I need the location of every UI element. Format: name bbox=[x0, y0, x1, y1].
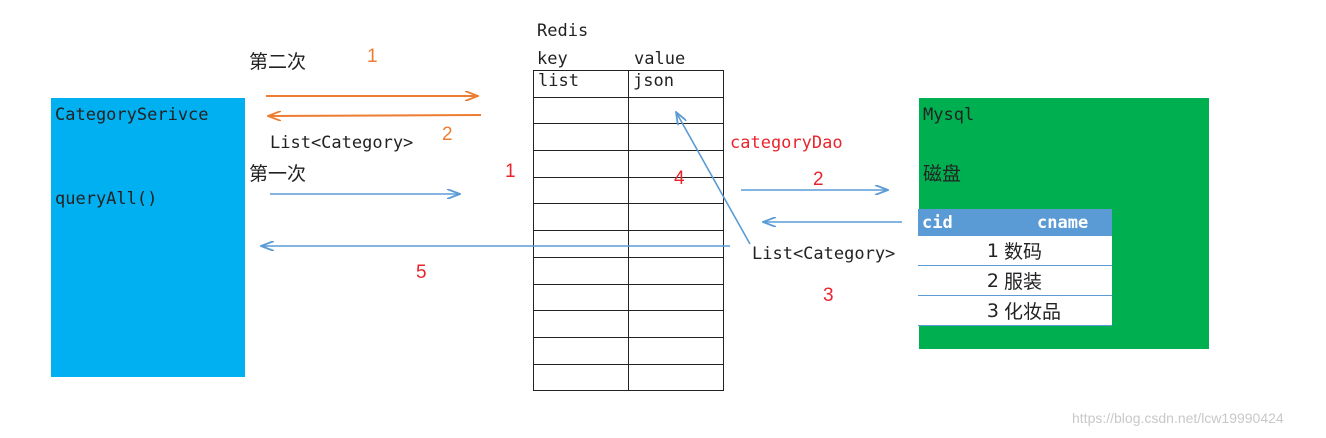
label-first-time: 第一次 bbox=[249, 163, 307, 185]
redis-row bbox=[533, 230, 724, 258]
step-red-4: 4 bbox=[674, 168, 685, 189]
watermark: https://blog.csdn.net/lcw19990424 bbox=[1072, 410, 1284, 426]
header-cname: cname bbox=[1003, 209, 1112, 236]
table-row: 3 化妆品 bbox=[918, 295, 1112, 326]
cell-cname: 化妆品 bbox=[1003, 295, 1112, 326]
redis-key-cell bbox=[533, 256, 629, 285]
redis-row bbox=[533, 336, 724, 365]
step-red-5: 5 bbox=[416, 262, 427, 283]
table-row: 1 数码 bbox=[918, 236, 1112, 266]
redis-key-cell bbox=[533, 150, 629, 178]
cell-cname: 服装 bbox=[1003, 265, 1112, 296]
arrow-blue-store-in-redis bbox=[676, 112, 751, 245]
service-name: CategorySerivce bbox=[55, 105, 209, 125]
step-orange-2: 2 bbox=[442, 124, 453, 145]
redis-key-cell bbox=[533, 230, 629, 258]
redis-row bbox=[533, 176, 724, 205]
redis-key-header: key bbox=[537, 49, 568, 69]
arrow-orange-from-redis bbox=[268, 115, 482, 116]
redis-key-cell bbox=[533, 336, 629, 365]
cell-cid: 2 bbox=[918, 265, 1003, 296]
mysql-storage: 磁盘 bbox=[923, 163, 962, 185]
header-cid: cid bbox=[918, 209, 1003, 236]
step-red-2: 2 bbox=[813, 169, 824, 190]
redis-key-cell: list bbox=[533, 70, 629, 98]
label-second-time: 第二次 bbox=[249, 51, 307, 73]
cell-cid: 3 bbox=[918, 295, 1003, 326]
redis-value-header: value bbox=[634, 49, 686, 69]
step-red-3: 3 bbox=[823, 285, 834, 306]
label-list-category-right: List<Category> bbox=[752, 244, 896, 264]
mysql-title: Mysql bbox=[923, 105, 975, 125]
category-table-header: cid cname bbox=[918, 209, 1112, 236]
redis-row bbox=[533, 123, 724, 152]
redis-value-cell bbox=[628, 176, 724, 205]
redis-key-cell bbox=[533, 176, 629, 205]
category-table: cid cname 1 数码 2 服装 3 化妆品 bbox=[918, 209, 1112, 326]
label-category-dao: categoryDao bbox=[730, 133, 843, 153]
redis-row bbox=[533, 256, 724, 285]
redis-row bbox=[533, 363, 724, 392]
redis-value-cell bbox=[628, 363, 724, 392]
cell-cid: 1 bbox=[918, 236, 1003, 266]
step-red-1: 1 bbox=[505, 161, 516, 182]
cell-cname: 数码 bbox=[1003, 236, 1112, 266]
category-service-box bbox=[51, 98, 245, 377]
step-orange-1: 1 bbox=[367, 46, 378, 67]
redis-value-cell bbox=[628, 230, 724, 258]
redis-value-cell bbox=[628, 256, 724, 285]
label-list-category-top: List<Category> bbox=[270, 133, 414, 153]
redis-key-cell bbox=[533, 310, 629, 338]
redis-title: Redis bbox=[537, 21, 589, 41]
service-method: queryAll() bbox=[55, 189, 158, 209]
table-row: 2 服装 bbox=[918, 265, 1112, 296]
